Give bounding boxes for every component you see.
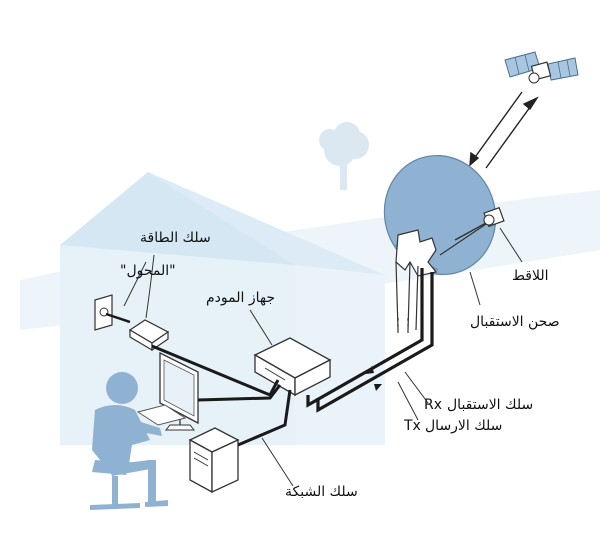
lnb-label: اللاقط xyxy=(512,268,549,284)
cable-leader-lines xyxy=(397,371,429,421)
network-cable-label: سلك الشبكة xyxy=(285,484,358,500)
rf-cables xyxy=(306,268,434,413)
rx-code-label: Rx xyxy=(424,397,443,413)
adapter-label: "المحول" xyxy=(120,263,176,279)
wall-socket-icon xyxy=(94,294,113,331)
power-adapter xyxy=(128,319,170,352)
power-cable-label: سلك الطاقة xyxy=(140,230,211,246)
tree-icon xyxy=(319,122,369,190)
computer-tower xyxy=(188,427,240,494)
network-leader-line xyxy=(261,437,294,487)
satellite-icon xyxy=(504,51,579,84)
power-cables xyxy=(105,312,280,397)
modem-device xyxy=(253,337,332,397)
modem-label: جهاز المودم xyxy=(206,290,275,306)
tx-code-label: Tx xyxy=(404,418,421,434)
label-leader-lines xyxy=(123,227,523,346)
tx-cable-label: سلك الارسال xyxy=(425,418,503,434)
signal-arrows xyxy=(469,91,539,169)
satellite-dish xyxy=(383,154,505,336)
monitor xyxy=(159,351,199,431)
dish-label: صحن الاستقبال xyxy=(470,314,560,330)
network-cables xyxy=(197,384,292,447)
rx-cable-label: سلك الاستقبال xyxy=(447,397,534,413)
person-icon xyxy=(90,372,168,510)
keyboard xyxy=(136,404,187,426)
